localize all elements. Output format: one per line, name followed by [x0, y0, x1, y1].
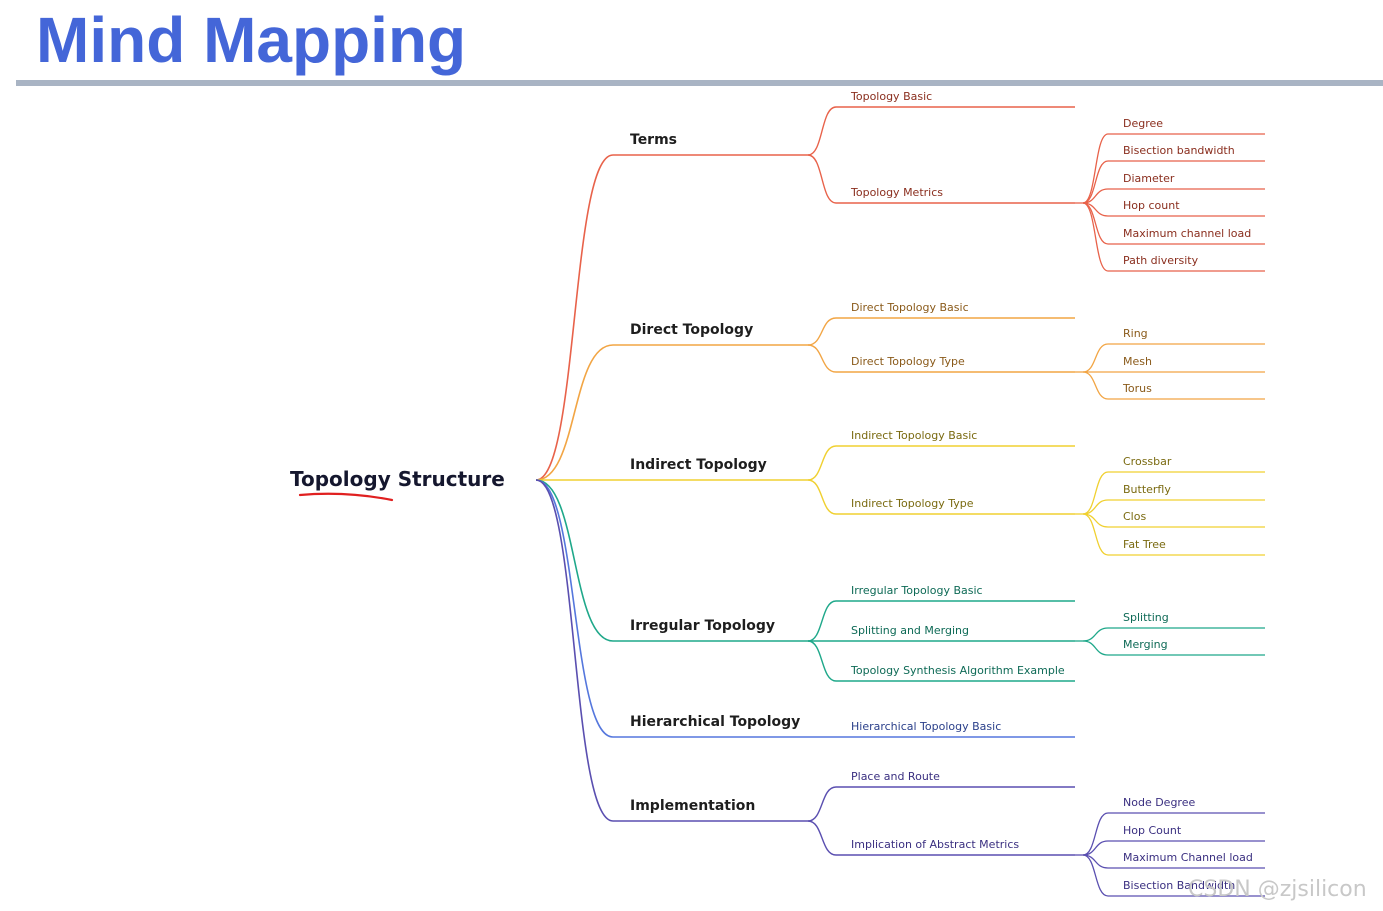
leaf-link: [1082, 499, 1109, 515]
leaf-link: [1082, 133, 1109, 204]
leaf-label: Merging: [1123, 638, 1168, 651]
leaf-label: Ring: [1123, 327, 1148, 340]
branch-1: [535, 317, 1265, 481]
branch-label: Implementation: [630, 798, 755, 814]
leaf-link: [1082, 371, 1109, 400]
leaf-label: Degree: [1123, 117, 1163, 130]
leaf-label: Maximum channel load: [1123, 227, 1251, 240]
subtopic-label: Hierarchical Topology Basic: [851, 720, 1001, 733]
subtopic-link: [807, 786, 837, 822]
subtopic-label: Splitting and Merging: [851, 624, 969, 637]
subtopic-label: Indirect Topology Basic: [851, 429, 977, 442]
leaf-link: [1082, 471, 1109, 515]
subtopic-link: [807, 317, 837, 346]
watermark-text: CSDN @zjsilicon: [1188, 877, 1367, 902]
leaf-label: Clos: [1123, 510, 1146, 523]
page-title: Mind Mapping: [36, 4, 467, 76]
leaf-label: Node Degree: [1123, 796, 1195, 809]
leaf-label: Splitting: [1123, 611, 1169, 624]
subtopic-link: [807, 600, 837, 642]
leaf-label: Bisection Bandwidth: [1123, 879, 1235, 892]
branch-label: Terms: [630, 132, 677, 148]
leaf-label: Path diversity: [1123, 254, 1199, 267]
leaf-label: Hop Count: [1123, 824, 1182, 837]
branch-link: [535, 154, 614, 481]
subtopic-label: Topology Synthesis Algorithm Example: [850, 664, 1065, 677]
branch-0: [535, 106, 1265, 481]
mind-map-links: [535, 106, 1265, 897]
branch-link: [535, 479, 614, 738]
mind-map-labels: Topology Structure Terms Topology BasicTop…: [290, 90, 1367, 902]
root-node-label: Topology Structure: [290, 467, 505, 491]
branch-link: [535, 479, 614, 822]
leaf-link: [1082, 640, 1109, 656]
branch-label: Irregular Topology: [630, 618, 775, 634]
subtopic-label: Topology Metrics: [850, 186, 943, 199]
subtopic-link: [807, 820, 837, 856]
leaf-link: [1082, 627, 1109, 642]
leaf-label: Torus: [1122, 382, 1152, 395]
leaf-label: Hop count: [1123, 199, 1180, 212]
subtopic-label: Place and Route: [851, 770, 940, 783]
subtopic-label: Indirect Topology Type: [851, 497, 974, 510]
subtopic-label: Irregular Topology Basic: [851, 584, 983, 597]
leaf-link: [1082, 812, 1109, 856]
leaf-label: Butterfly: [1123, 483, 1171, 496]
branch-label: Hierarchical Topology: [630, 714, 800, 730]
leaf-link: [1082, 854, 1109, 897]
leaf-label: Fat Tree: [1123, 538, 1166, 551]
leaf-link: [1082, 513, 1109, 556]
leaf-link: [1082, 160, 1109, 204]
subtopic-label: Direct Topology Type: [851, 355, 965, 368]
leaf-label: Bisection bandwidth: [1123, 144, 1235, 157]
leaf-link: [1082, 343, 1109, 373]
subtopic-label: Implication of Abstract Metrics: [851, 838, 1019, 851]
subtopic-link: [807, 344, 837, 373]
subtopic-link: [807, 640, 837, 682]
branch-2: [536, 445, 1265, 556]
branch-link: [535, 479, 614, 642]
leaf-label: Crossbar: [1123, 455, 1172, 468]
leaf-label: Maximum Channel load: [1123, 851, 1253, 864]
branch-5: [535, 479, 1265, 897]
title-divider: [16, 80, 1383, 86]
subtopic-link: [807, 445, 837, 481]
leaf-label: Diameter: [1123, 172, 1175, 185]
branch-label: Direct Topology: [630, 322, 753, 338]
branch-3: [535, 479, 1265, 682]
leaf-label: Mesh: [1123, 355, 1152, 368]
branch-4: [535, 479, 1075, 738]
branch-link: [535, 344, 614, 481]
root-underline-annotation: [298, 492, 394, 502]
leaf-link: [1082, 202, 1109, 272]
subtopic-link: [807, 154, 837, 204]
subtopic-link: [807, 106, 837, 156]
leaf-link: [1082, 840, 1109, 856]
subtopic-label: Direct Topology Basic: [851, 301, 969, 314]
subtopic-link: [807, 479, 837, 515]
subtopic-label: Topology Basic: [850, 90, 932, 103]
branch-label: Indirect Topology: [630, 457, 767, 473]
